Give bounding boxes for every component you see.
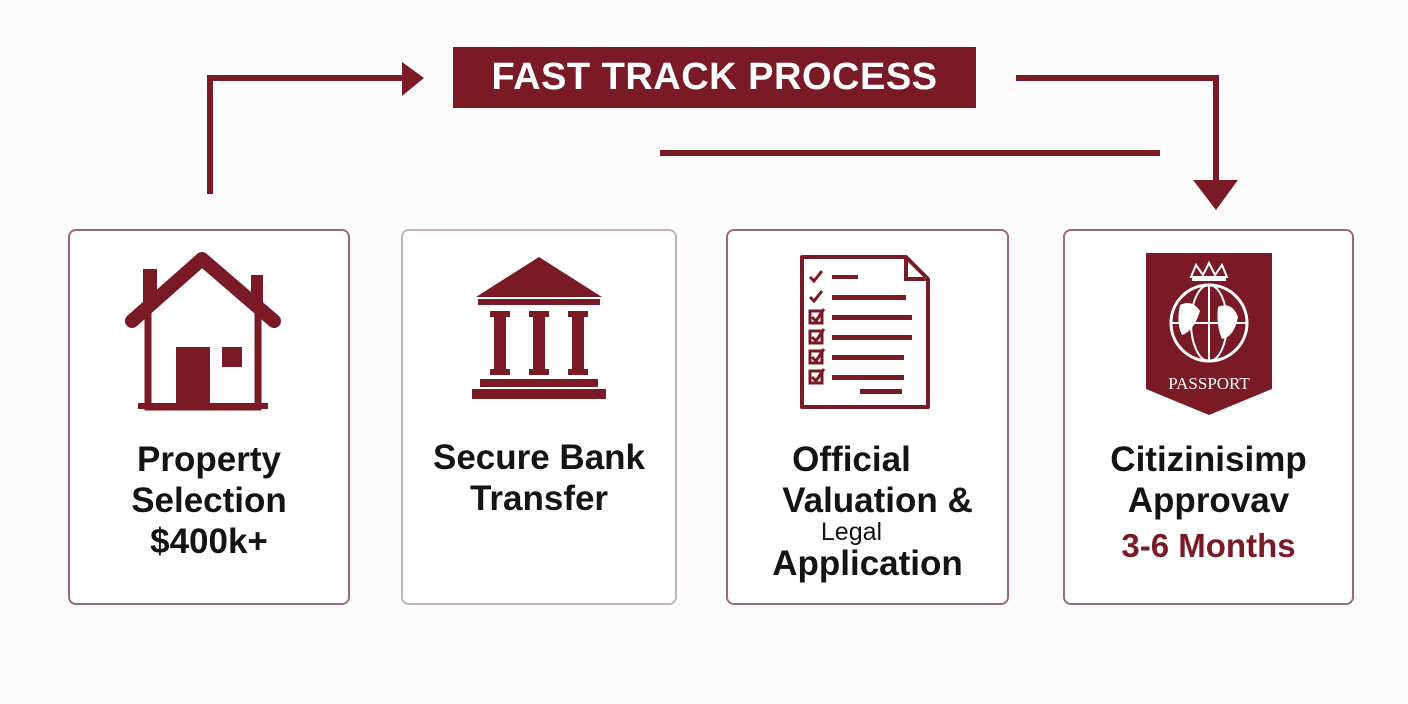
connector-arrow-right bbox=[1016, 75, 1219, 186]
process-title: FAST TRACK PROCESS bbox=[491, 56, 938, 98]
arrowhead-down bbox=[1193, 180, 1238, 210]
step-1-line-1: Property bbox=[137, 440, 281, 479]
step-4-line-1: Citizinisimp bbox=[1110, 440, 1307, 479]
step-card-property: Property Selection $400k+ bbox=[68, 229, 350, 605]
step-1-line-2: Selection bbox=[131, 481, 287, 520]
step-3-line-1: Official bbox=[792, 440, 911, 479]
step-2-line-1: Secure Bank bbox=[432, 438, 646, 477]
connector-arrow-left bbox=[207, 75, 408, 194]
step-3-line-2: Valuation & bbox=[782, 481, 973, 520]
arrowhead-right bbox=[402, 62, 424, 96]
step-4-line-2: Approvav bbox=[1127, 481, 1290, 520]
document-checklist-icon bbox=[799, 255, 930, 409]
house-icon bbox=[125, 252, 281, 411]
step-4-duration: 3-6 Months bbox=[1121, 527, 1296, 564]
step-card-bank: Secure Bank Transfer bbox=[401, 229, 677, 605]
passport-icon: PASSPORT bbox=[1145, 253, 1272, 415]
step-3-line-4: Application bbox=[772, 544, 963, 583]
step-2-line-2: Transfer bbox=[469, 479, 609, 518]
process-title-banner: FAST TRACK PROCESS bbox=[453, 47, 976, 108]
passport-label: PASSPORT bbox=[1168, 374, 1250, 393]
step-card-passport: PASSPORT Citizinisimp Approvav 3-6 Month… bbox=[1063, 229, 1354, 605]
bank-icon bbox=[472, 257, 606, 399]
step-1-line-3: $400k+ bbox=[150, 522, 268, 561]
step-card-document: Official Valuation & Legal Application bbox=[726, 229, 1009, 605]
step-3-line-3: Legal bbox=[820, 518, 883, 546]
